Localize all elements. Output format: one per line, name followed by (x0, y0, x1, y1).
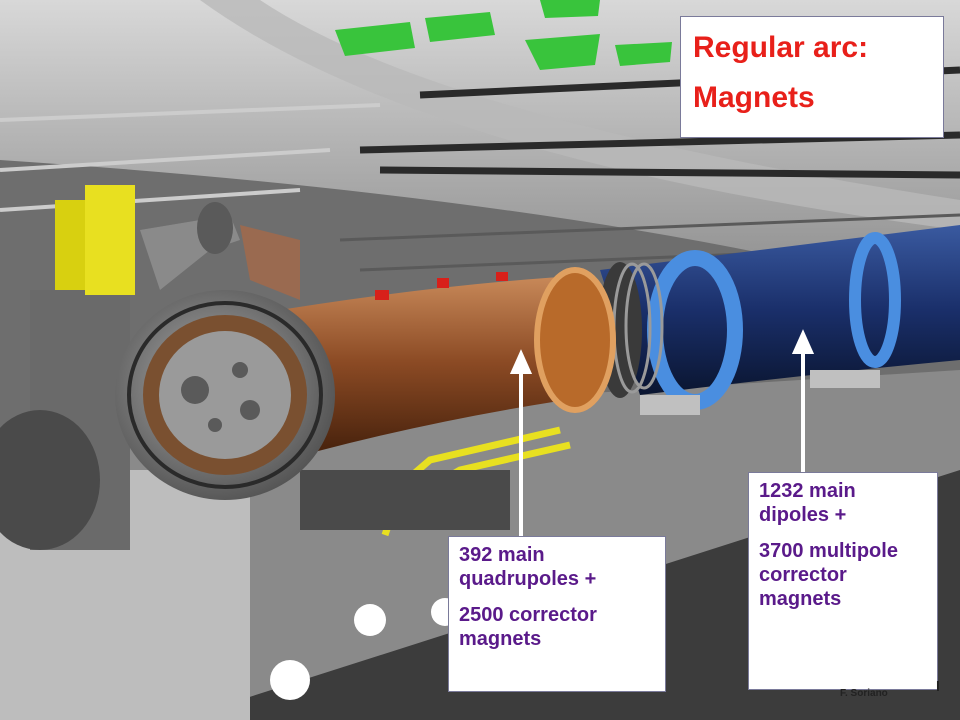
floor-hole (270, 660, 310, 700)
quadrupole-flange (534, 267, 616, 413)
cryo-line-yellow (85, 185, 135, 295)
quadrupoles-label-box: 392 main quadrupoles + 2500 corrector ma… (448, 536, 666, 692)
image-credit-mark: l (936, 678, 940, 694)
dipole-arrow (791, 329, 815, 472)
quadrupoles-label-line-2: 2500 corrector magnets (459, 604, 597, 650)
dipoles-label-line-2: 3700 multipole corrector magnets (759, 540, 898, 610)
service-pipe-end (0, 410, 100, 550)
title-box: Regular arc: Magnets (680, 16, 944, 138)
title-line-1: Regular arc: (693, 31, 869, 64)
cryo-valve-yellow (55, 200, 85, 290)
cryo-feedthrough (240, 225, 300, 300)
dipole-support (810, 370, 880, 388)
cable-trays (335, 0, 672, 70)
dipole-flange (849, 232, 901, 368)
dipoles-label-box: 1232 main dipoles + 3700 multipole corre… (748, 472, 938, 690)
quadrupole-support-jack (300, 470, 510, 530)
cryo-elbow-flange (197, 202, 233, 254)
ceiling-rails (0, 103, 381, 212)
dipoles-label-line-1: 1232 main dipoles + (759, 480, 856, 526)
image-credit: F. Soriano (840, 688, 888, 699)
dipole-support (640, 395, 700, 415)
floor-hole (354, 604, 386, 636)
quadrupole-red-caps (375, 272, 508, 300)
quadrupole-arrow (509, 349, 533, 536)
title-line-2: Magnets (693, 81, 815, 114)
cryostat-cutaway (115, 290, 335, 500)
quadrupoles-label-line-1: 392 main quadrupoles + (459, 544, 597, 590)
